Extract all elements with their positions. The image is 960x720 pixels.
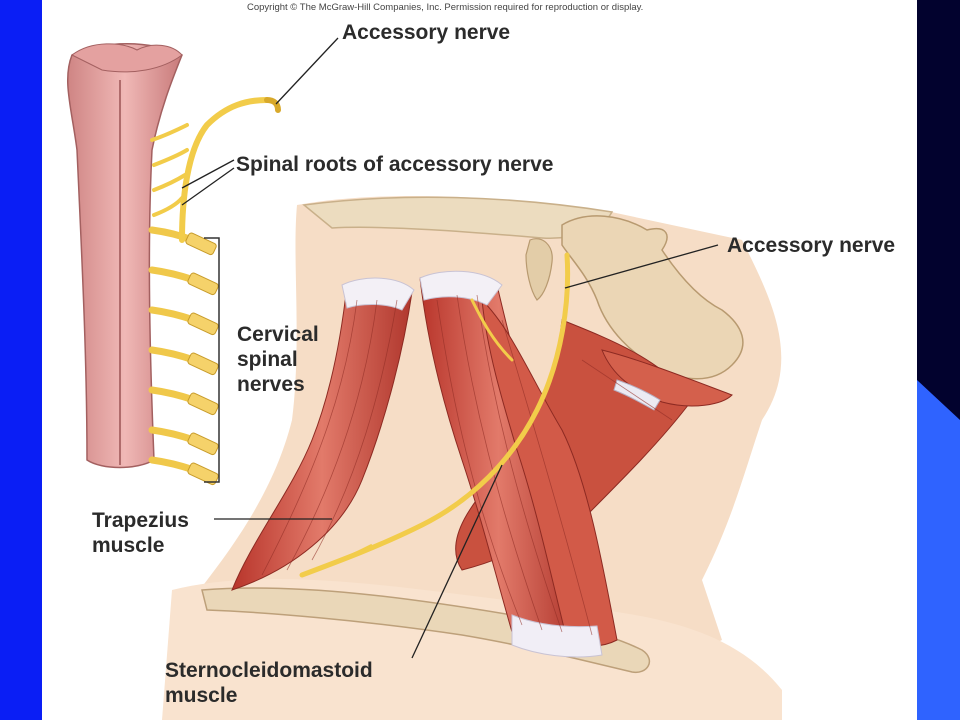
digastric-muscle	[601, 349, 733, 407]
label-accessory-nerve-right: Accessory nerve	[727, 234, 896, 257]
copyright-text: Copyright © The McGraw-Hill Companies, I…	[247, 2, 644, 13]
label-accessory-nerve-top: Accessory nerve	[342, 21, 511, 44]
anatomy-figure: Copyright © The McGraw-Hill Companies, I…	[42, 0, 917, 720]
label-cervical-line2: spinal	[237, 348, 298, 371]
scm-tendon-top	[419, 270, 503, 306]
spinal-cord-top	[71, 43, 183, 73]
label-trapezius-line1: Trapezius	[92, 509, 189, 532]
leader-spinal-roots-1	[181, 159, 235, 189]
leader-accessory-right	[564, 244, 719, 289]
slide-left-border	[0, 0, 42, 720]
cervical-bracket	[204, 237, 220, 483]
leader-scm	[411, 464, 503, 659]
digastric-tendon	[613, 379, 661, 411]
leader-accessory-top	[275, 37, 339, 105]
scm-tendon-bottom	[511, 614, 603, 658]
label-spinal-roots: Spinal roots of accessory nerve	[236, 153, 554, 176]
accessory-nerve-trunk	[179, 97, 270, 243]
leader-spinal-roots-2	[181, 167, 235, 206]
accessory-nerve-roots	[150, 123, 189, 217]
label-scm-line2: muscle	[165, 684, 238, 707]
mandible	[561, 215, 744, 380]
spinal-cord	[66, 43, 183, 469]
cervical-spinal-nerves	[148, 226, 198, 474]
label-scm-line1: Sternocleidomastoid	[165, 659, 373, 682]
accessory-nerve-neck	[299, 252, 571, 578]
label-cervical-line1: Cervical	[237, 323, 319, 346]
mastoid	[525, 238, 553, 301]
label-trapezius-line2: muscle	[92, 534, 165, 557]
slide-accent-shape	[917, 380, 960, 720]
anatomy-illustration	[66, 37, 782, 720]
trap-tendon-top	[341, 277, 415, 311]
clavicle	[201, 587, 651, 674]
label-cervical-line3: nerves	[237, 373, 305, 396]
